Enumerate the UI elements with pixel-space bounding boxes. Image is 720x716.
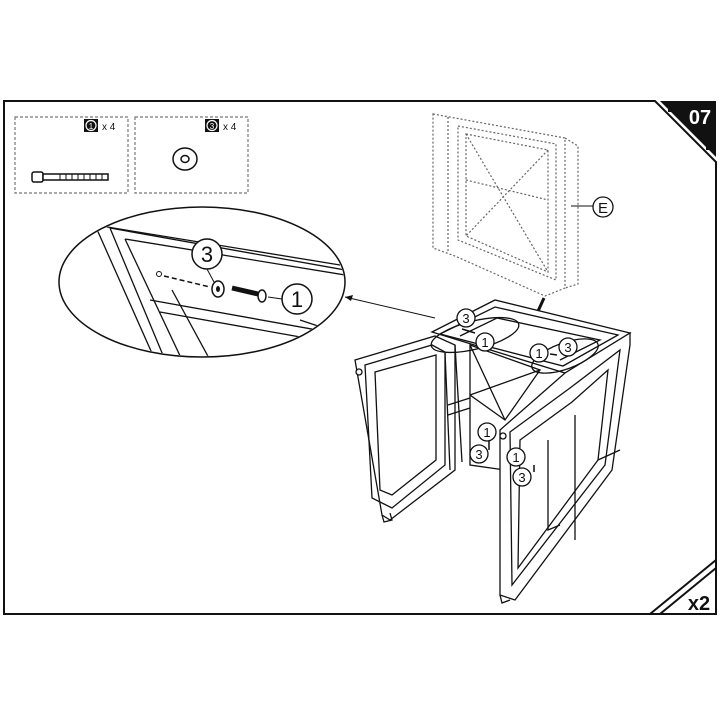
washer-icon [172,147,198,171]
mid-right-washer-callout: 3 [518,470,525,485]
panel-e-label: E [598,200,608,217]
part-box-washer: 3 x 4 [134,116,249,194]
part-3-id: 3 [210,122,215,131]
frame-assembly [354,299,632,604]
part-3-qty: x 4 [223,122,237,133]
mid-right-bolt-callout: 1 [512,450,519,465]
bolt-icon [31,171,109,183]
part-1-qty: x 4 [102,122,116,133]
detail-bolt-callout: 1 [291,287,303,312]
quantity-label: x2 [688,593,710,615]
frame-callouts [456,308,578,487]
top-right-bolt-callout: 1 [535,346,542,361]
step-tab [660,101,716,157]
mid-left-washer-callout: 3 [475,447,482,462]
top-right-washer-callout: 3 [564,340,571,355]
detail-washer-callout: 3 [201,242,213,267]
panel-e [432,113,579,297]
part-1-id: 1 [89,122,94,131]
mid-left-bolt-callout: 1 [483,425,490,440]
part-box-bolt: 1 x 4 [14,116,129,194]
quantity-tab-border [649,559,717,615]
top-left-washer-callout: 3 [462,311,469,326]
page-border [3,100,717,615]
top-left-bolt-callout: 1 [481,335,488,350]
frame-callout-leaders [461,328,558,472]
detail-pointer [344,296,436,319]
detail-zoom: 3 1 [58,206,346,358]
step-number: 07 [689,107,711,129]
